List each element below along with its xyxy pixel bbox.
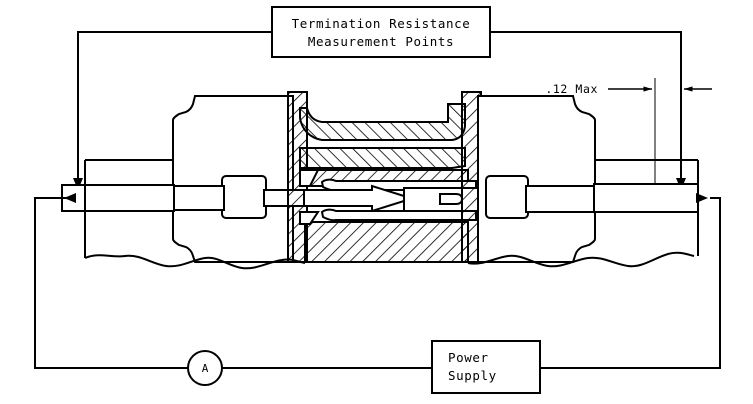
power-arrow-left-icon [64,193,76,203]
power-supply-line1: Power [448,350,489,365]
termination-resistance-line1: Termination Resistance [292,16,471,31]
right-cable-jacket [593,183,699,213]
power-lead-arrowheads [64,193,708,203]
mating-pin-tip [439,193,464,205]
power-wire-left [34,197,432,369]
break-line-left [84,254,306,270]
ammeter: A [187,350,223,386]
power-circuit-wiring [34,197,721,369]
termination-resistance-box: Termination Resistance Measurement Point… [271,6,491,58]
contact-spring-lower [320,208,477,222]
power-arrow-right-icon [696,193,708,203]
power-wire-right [540,197,721,369]
power-supply-box-frame [431,340,541,394]
dimension-callout: .12 Max [545,78,712,200]
power-supply-box: Power Supply [431,340,541,394]
left-inner-taper-lower [299,211,320,225]
left-conductor-tube [173,185,225,211]
connector-assembly [61,91,699,270]
termination-resistance-line2: Measurement Points [308,34,454,49]
left-inner-taper [299,169,320,187]
measurement-lead-right [490,31,682,180]
upper-insulator-band [299,147,466,169]
ammeter-circle [187,350,223,386]
termination-resistance-box-frame [271,6,491,58]
right-ferrule-block [485,175,529,219]
center-body-lower [304,221,469,263]
left-ferrule-block [221,175,267,219]
dimension-label: .12 Max [545,82,598,96]
termination-measurement-leads [77,31,682,180]
right-connector-shell [477,95,596,263]
ammeter-label: A [202,362,209,375]
right-conductor-tube [525,185,597,213]
left-cable-jacket [61,184,175,212]
power-supply-line2: Supply [448,368,497,383]
measurement-lead-left [77,31,272,180]
break-line-right [467,251,695,268]
